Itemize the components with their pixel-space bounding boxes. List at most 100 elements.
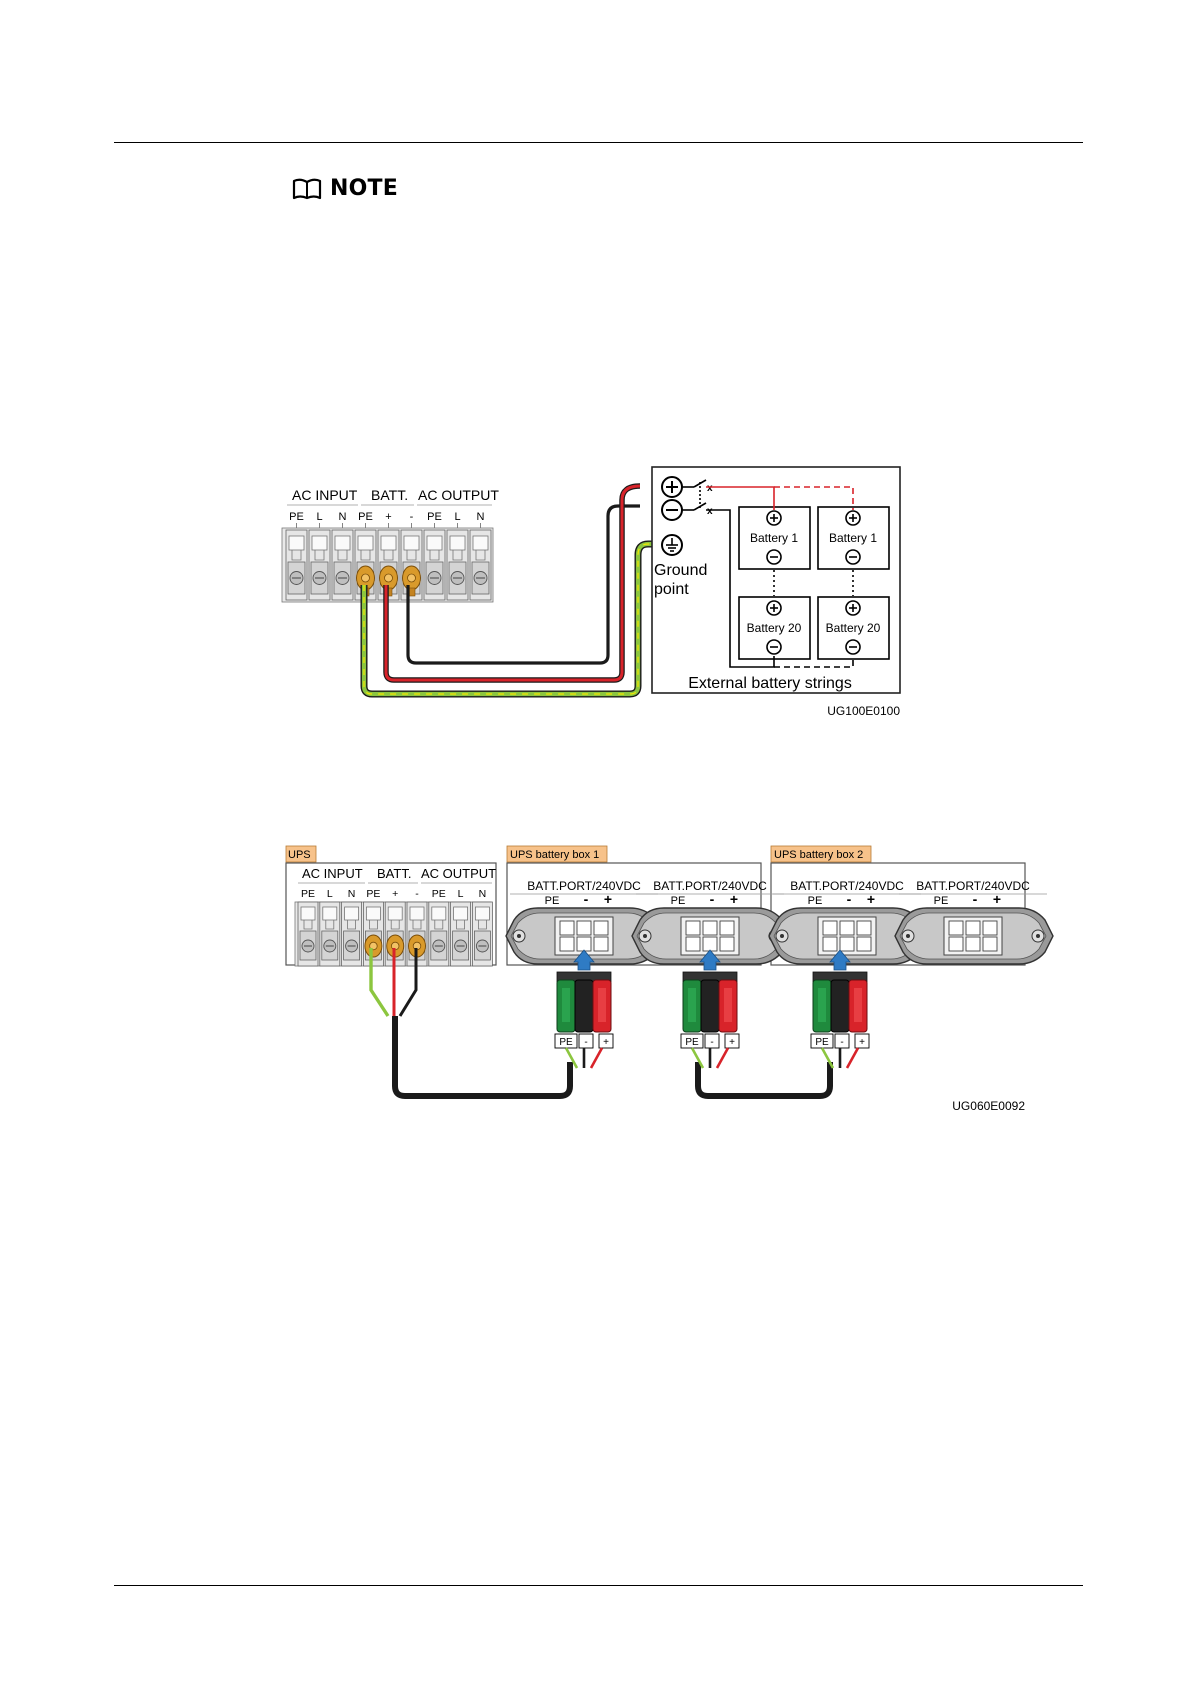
- f2-box1-tag-label: UPS battery box 1: [510, 849, 599, 861]
- f2-port-pin-plus: +: [993, 891, 1001, 907]
- plus-icon: [845, 510, 861, 526]
- f2-ups-wire-green: [369, 948, 390, 1017]
- note-heading: NOTE: [292, 176, 398, 201]
- f2-port-pin-pe: PE: [671, 895, 686, 907]
- f2-terminal-cell: [341, 901, 363, 967]
- f1-ground-label-1: Ground: [654, 562, 707, 579]
- f1-battery-polarity-icons: [766, 510, 861, 655]
- f2-terminal-label: L: [327, 888, 333, 900]
- f2-battery-plugs: PE-+PE-+PE-+: [554, 971, 870, 1069]
- f1-wire-black: [406, 504, 640, 665]
- f1-battery-1-left-label: Battery 1: [750, 531, 798, 545]
- f1-strings-label: External battery strings: [688, 675, 852, 692]
- f2-box2-tag-label: UPS battery box 2: [774, 849, 863, 861]
- minus-icon: [766, 639, 782, 655]
- f2-terminal-label: N: [479, 888, 487, 900]
- book-icon: [292, 178, 322, 199]
- f2-plug-tag-plus: +: [603, 1037, 609, 1048]
- f2-port-pin-minus: -: [584, 891, 589, 907]
- f1-terminal-label: PE: [358, 511, 373, 523]
- f1-battery-20-right-label: Battery 20: [826, 621, 881, 635]
- f2-battery-ports: BATT.PORT/240VDCPE-+BATT.PORT/240VDCPE-+…: [505, 879, 1054, 965]
- f1-terminal-label: N: [477, 511, 485, 523]
- f1-terminal-label: L: [316, 511, 322, 523]
- f2-ups-wire-black: [398, 948, 418, 1017]
- battery-switch: [682, 479, 707, 511]
- f1-battery-1-right-label: Battery 1: [829, 531, 877, 545]
- figure-2-battery-box-wiring: UPS UPS battery box 1 UPS battery box 2 …: [285, 845, 1054, 1113]
- f1-battery-20-left-label: Battery 20: [747, 621, 802, 635]
- f2-terminal-cell: [450, 901, 472, 967]
- plus-icon: [766, 510, 782, 526]
- f2-terminal-label: PE: [366, 888, 380, 900]
- f2-plug-tag-minus: -: [710, 1037, 713, 1048]
- f2-cable-1: [392, 1016, 573, 1099]
- f2-port-pin-pe: PE: [545, 895, 560, 907]
- f2-ups-tag: [285, 845, 317, 863]
- f2-battery-port: BATT.PORT/240VDC PE -+: [768, 879, 928, 965]
- f2-batt-label: BATT.: [377, 866, 411, 881]
- f2-battery-plug: [682, 971, 738, 1033]
- f1-figure-code: UG100E0100: [827, 704, 900, 718]
- footer-rule: [114, 1585, 1083, 1586]
- f1-terminal-label: +: [385, 511, 391, 523]
- svg-text:x: x: [707, 506, 713, 517]
- f2-terminal-label: L: [458, 888, 464, 900]
- plus-icon: [766, 600, 782, 616]
- up-arrow-icon: [699, 949, 721, 971]
- f2-figure-code: UG060E0092: [952, 1099, 1025, 1113]
- f2-terminal-label: PE: [301, 888, 315, 900]
- f1-wire-red: [384, 484, 641, 682]
- header-rule: [114, 142, 1083, 143]
- f1-terminal-label: N: [339, 511, 347, 523]
- f1-terminal-label: L: [454, 511, 460, 523]
- f2-box2-tag: [770, 845, 872, 863]
- f2-port-pin-plus: +: [604, 891, 612, 907]
- minus-icon: [845, 639, 861, 655]
- f1-terminal-labels: PE L N PE + - PE L N: [289, 511, 485, 530]
- f2-plug-tag-plus: +: [859, 1037, 865, 1048]
- ground-terminal-icon: [661, 534, 683, 556]
- f2-plug-tag-pe: PE: [685, 1037, 699, 1048]
- f2-cable-2: [695, 1062, 833, 1099]
- f2-terminal-label: PE: [432, 888, 446, 900]
- f1-ac-input-label: AC INPUT: [292, 487, 358, 503]
- f2-terminal-cell: [428, 901, 450, 967]
- note-label: NOTE: [330, 176, 398, 201]
- minus-icon: [845, 549, 861, 565]
- f2-box1-tag: [506, 845, 608, 863]
- up-arrow-icon: [829, 949, 851, 971]
- f2-connection-arrows: [573, 949, 851, 971]
- f1-ac-output-label: AC OUTPUT: [418, 487, 499, 503]
- f2-port-pin-pe: PE: [808, 895, 823, 907]
- f2-ac-input-label: AC INPUT: [302, 866, 363, 881]
- f2-ac-output-label: AC OUTPUT: [421, 866, 496, 881]
- f1-terminal-label: -: [410, 511, 414, 523]
- f2-port-label: BATT.PORT/240VDC: [790, 879, 904, 893]
- f1-string-red-dashed: [774, 486, 854, 510]
- f2-battery-plug: [556, 971, 612, 1033]
- f2-plug-tag-pe: PE: [815, 1037, 829, 1048]
- f2-port-pin-plus: +: [867, 891, 875, 907]
- f1-terminal-label: PE: [427, 511, 442, 523]
- f2-cable-lug: [364, 934, 383, 958]
- f2-port-label: BATT.PORT/240VDC: [653, 879, 767, 893]
- f2-terminal-label: -: [415, 888, 419, 900]
- f2-plug-tag-plus: +: [729, 1037, 735, 1048]
- plus-icon: [845, 600, 861, 616]
- f2-port-plate: [894, 907, 1054, 965]
- f2-ups-tag-label: UPS: [288, 849, 311, 861]
- f2-battery-plug: [812, 971, 868, 1033]
- f1-terminal-label: PE: [289, 511, 304, 523]
- f2-plug-tag-pe: PE: [559, 1037, 573, 1048]
- f2-port-pin-minus: -: [710, 891, 715, 907]
- f2-port-pin-minus: -: [973, 891, 978, 907]
- f2-port-pin-pe: PE: [934, 895, 949, 907]
- f2-terminal-label: N: [348, 888, 356, 900]
- f2-port-pin-minus: -: [847, 891, 852, 907]
- up-arrow-icon: [573, 949, 595, 971]
- f1-batt-label: BATT.: [371, 487, 408, 503]
